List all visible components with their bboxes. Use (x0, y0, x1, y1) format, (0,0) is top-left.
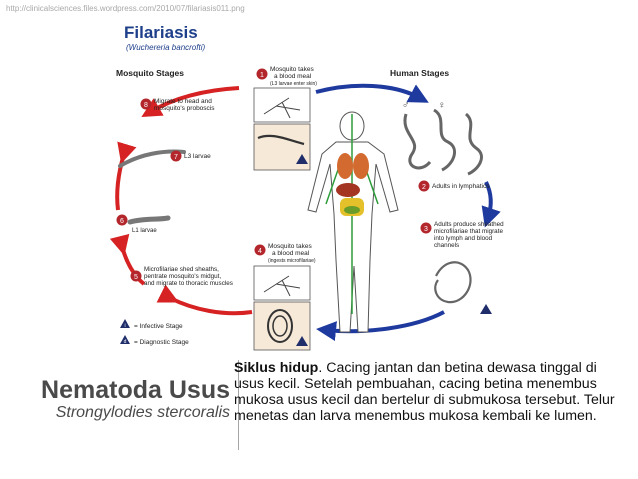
svg-text:Mosquito takes a blood m: Mosquito takes a blood meal (L3 larvae e… (270, 66, 317, 87)
divider (238, 360, 239, 450)
svg-text:Mosquito takes a blood m: Mosquito takes a blood meal (ingests mic… (268, 243, 316, 264)
diagnostic-stage-icon (120, 335, 130, 344)
svg-text:4: 4 (258, 248, 262, 255)
lungs (337, 153, 353, 179)
human-body-figure (307, 111, 399, 333)
svg-text:5: 5 (134, 274, 138, 281)
arrow-blue-top (315, 83, 429, 103)
human-stages-label: Human Stages (390, 68, 449, 78)
svg-text:L1 larvae: L1 larvae (132, 228, 157, 234)
mosquito-bite-box-4 (253, 265, 311, 301)
svg-text:Adults in lymphatics: Adults in lymphatics (432, 183, 490, 190)
step-2-label: 2 Adults in lymphatics (418, 180, 490, 192)
arrow-red-left-upper (115, 141, 137, 211)
diagnostic-stage-icon (480, 304, 492, 314)
slide-title: Nematoda Usus (41, 376, 230, 404)
female-symbol: ♀ (438, 100, 446, 111)
step-3-label: 3 Adults produce sheathed microfilariae … (420, 221, 505, 249)
source-url: http://clinicalsciences.files.wordpress.… (6, 4, 245, 13)
arrow-red-left-lower (109, 233, 146, 286)
svg-text:8: 8 (144, 102, 148, 109)
svg-text:i: i (124, 323, 125, 329)
description-bold: Siklus hidup (234, 360, 319, 376)
arrow-red-bottom (156, 284, 253, 316)
diagram-species: (Wuchereria bancrofti) (126, 43, 205, 52)
adult-worms (403, 108, 483, 176)
svg-text:1: 1 (260, 72, 264, 79)
svg-text:Adults produce sheathed: Adults produce sheathed microfilariae th… (434, 221, 505, 249)
mosquito-stages-label: Mosquito Stages (116, 68, 184, 78)
svg-text:d: d (124, 339, 127, 345)
filariasis-life-cycle-diagram: Filariasis (Wuchereria bancrofti) Mosqui… (109, 23, 505, 351)
l1-larva-worm (127, 215, 171, 225)
svg-text:2: 2 (422, 184, 426, 191)
svg-text:Microfilariae shed sheaths,: Microfilariae shed sheaths, pentrate mos… (144, 266, 233, 287)
svg-text:L3 larvae: L3 larvae (184, 153, 211, 160)
infective-stage-icon (296, 154, 308, 164)
diagram-title: Filariasis (124, 23, 198, 42)
svg-text:7: 7 (174, 154, 178, 161)
description-text: Siklus hidup. Cacing jantan dan betina d… (234, 360, 630, 424)
step-6-label: 6 L1 larvae (116, 214, 157, 234)
step-5-label: 5 Microfilariae shed sheaths, pentrate m… (130, 266, 233, 287)
arrow-blue-bottom (316, 310, 445, 341)
svg-text:= Infective Stage: = Infective Stage (134, 323, 183, 330)
svg-text:6: 6 (120, 218, 124, 225)
svg-text:Migrate to head and mosq: Migrate to head and mosquito's proboscis (154, 98, 215, 112)
male-symbol: ♂ (402, 100, 410, 111)
diagnostic-stage-icon-inset (296, 336, 308, 346)
svg-text:3: 3 (424, 226, 428, 233)
step-1-label: 1 Mosquito takes a blood meal (L3 larvae… (256, 66, 317, 87)
arrow-red-top (141, 86, 240, 118)
legend: i = Infective Stage d = Diagnostic Stage (120, 319, 189, 346)
microfilaria-coil (434, 261, 472, 304)
infective-stage-icon (120, 319, 130, 328)
step-8-label: 8 Migrate to head and mosquito's probosc… (140, 98, 215, 112)
description-body: . Cacing jantan dan betina dewasa tingga… (234, 360, 615, 424)
mosquito-bite-box-1 (253, 87, 311, 123)
arrow-blue-right (481, 181, 501, 228)
slide-subtitle: Strongylodies stercoralis (55, 404, 230, 421)
step-7-label: 7 L3 larvae (170, 150, 211, 162)
slide-title-block: Nematoda Usus Strongylodies stercoralis (6, 376, 230, 422)
step-4-label: 4 Mosquito takes a blood meal (ingests m… (254, 243, 316, 264)
liver (336, 183, 360, 197)
svg-text:= Diagnostic Stage: = Diagnostic Stage (134, 339, 189, 346)
